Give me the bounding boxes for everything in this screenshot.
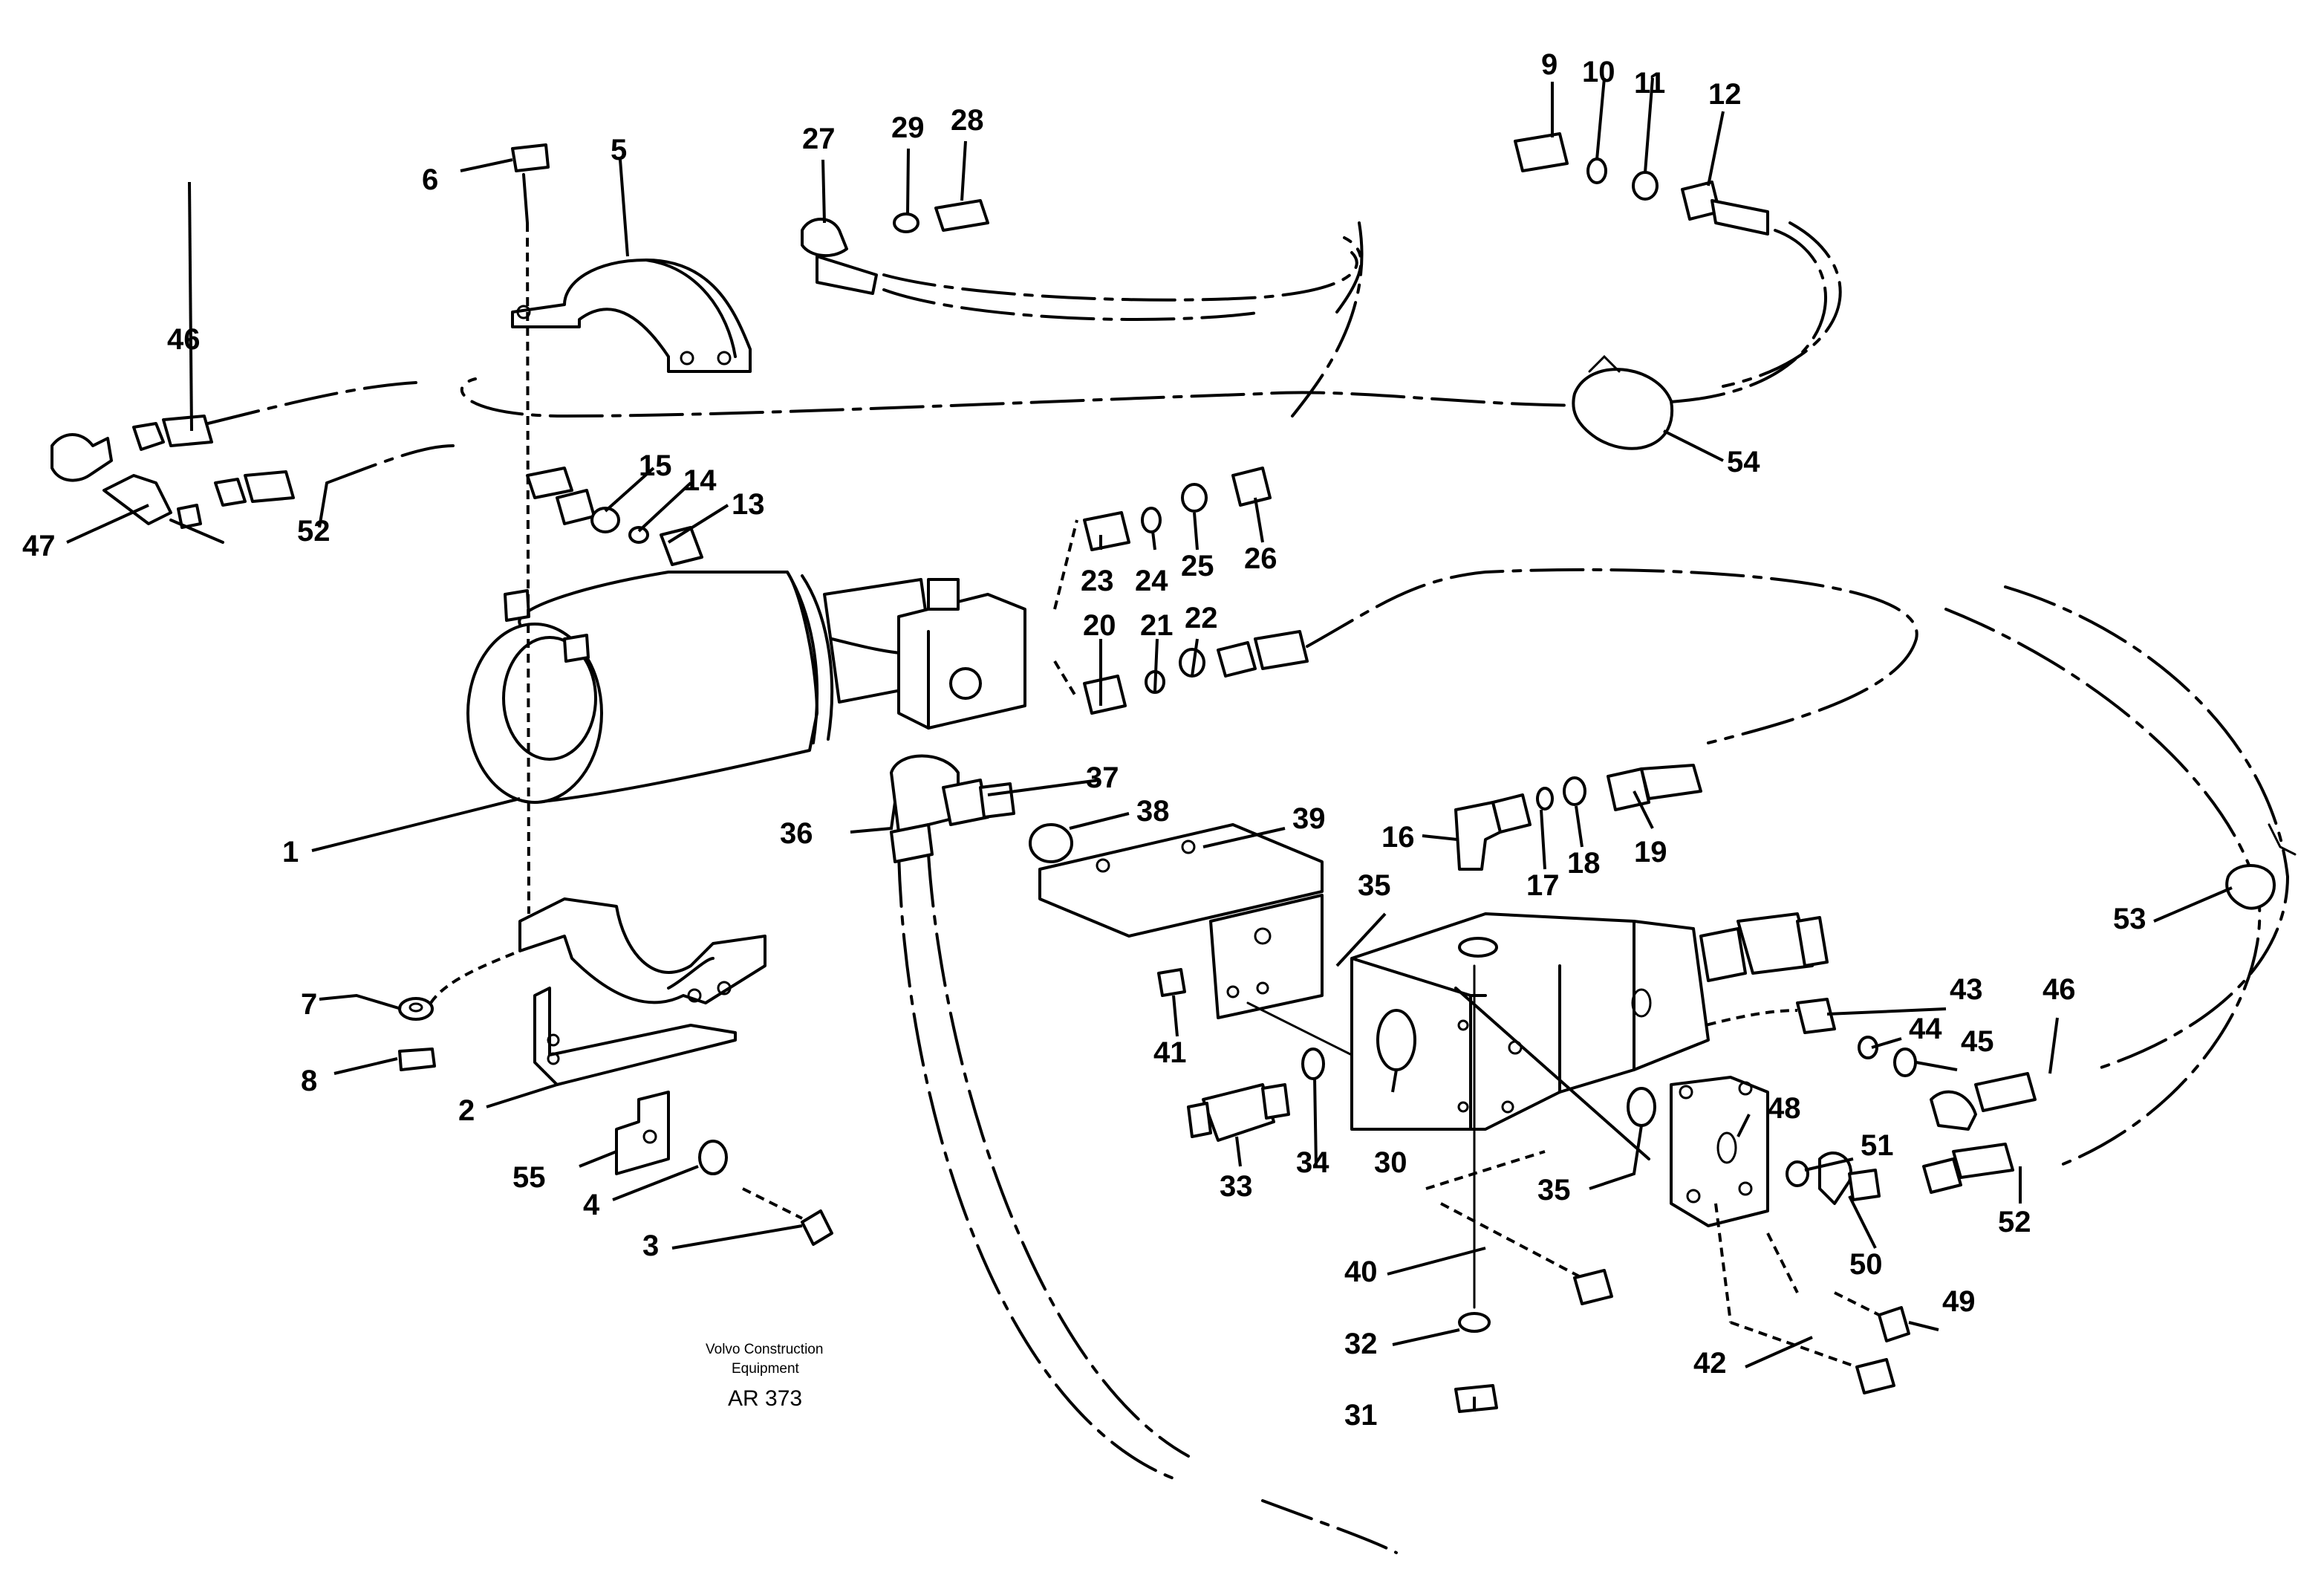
callout-5: 5 (611, 134, 627, 166)
callout-18: 18 (1567, 847, 1601, 880)
callout-32: 32 (1344, 1328, 1378, 1360)
callout-10: 10 (1582, 56, 1615, 88)
bracket-39 (1038, 823, 1324, 1019)
callout-45: 45 (1961, 1025, 1994, 1058)
fittings-27-28-29 (801, 199, 989, 295)
callout-23: 23 (1081, 565, 1114, 597)
callout-15: 15 (639, 449, 672, 482)
callout-41: 41 (1153, 1036, 1187, 1069)
callout-7: 7 (301, 988, 317, 1021)
fittings-13-15 (526, 467, 703, 566)
switch-33-34-41 (1157, 968, 1353, 1142)
callout-35b: 35 (1537, 1174, 1571, 1206)
callout-13: 13 (732, 488, 765, 521)
fittings-20-26 (1053, 467, 1309, 715)
callout-42: 42 (1693, 1347, 1727, 1380)
callout-26: 26 (1244, 542, 1277, 575)
publisher-credit: Volvo Construction Equipment AR 373 (706, 1342, 823, 1411)
callout-46-left: 46 (167, 323, 201, 356)
callout-33: 33 (1220, 1170, 1253, 1203)
left-fittings-46-47-52 (51, 415, 295, 544)
fittings-9-12 (1514, 132, 1769, 236)
callout-12: 12 (1708, 78, 1742, 111)
right-fittings-43-46-52 (1796, 823, 2297, 1194)
callout-43: 43 (1950, 973, 1983, 1006)
actuator-cylinder (466, 571, 1026, 804)
callout-2: 2 (458, 1094, 475, 1127)
callout-39: 39 (1292, 802, 1326, 835)
callout-38: 38 (1136, 795, 1170, 828)
callout-4: 4 (583, 1189, 600, 1221)
callout-9: 9 (1541, 48, 1558, 81)
callout-55: 55 (512, 1161, 546, 1194)
callout-8: 8 (301, 1065, 317, 1097)
lower-clamp (518, 897, 766, 1086)
callout-52-right: 52 (1998, 1206, 2031, 1238)
credit-line-1: Volvo Construction (706, 1342, 823, 1357)
callout-47: 47 (22, 530, 56, 562)
callout-3: 3 (642, 1230, 659, 1262)
callout-27: 27 (802, 123, 836, 155)
hose-clip-54 (1572, 354, 1674, 450)
callout-labels: 1 2 3 4 5 6 7 8 9 10 11 12 13 14 15 16 1… (22, 48, 2146, 1432)
callout-50: 50 (1849, 1248, 1883, 1281)
callout-28: 28 (951, 104, 984, 137)
callout-25: 25 (1181, 550, 1214, 582)
washer-nut-7-8 (398, 949, 521, 1071)
callout-34: 34 (1296, 1146, 1329, 1179)
callout-52-left: 52 (297, 515, 331, 548)
upper-clamp (511, 143, 752, 915)
callout-24: 24 (1135, 565, 1168, 597)
callout-17: 17 (1526, 869, 1560, 902)
callout-54: 54 (1727, 446, 1760, 478)
hoses (206, 221, 2290, 1554)
callout-16: 16 (1381, 821, 1415, 854)
plate-48-and-bolts (1425, 987, 1910, 1413)
callout-14: 14 (683, 464, 717, 497)
callout-49: 49 (1942, 1285, 1976, 1318)
callout-29: 29 (891, 111, 925, 144)
elbow-36-37-38 (890, 754, 1073, 863)
drawing-reference: AR 373 (728, 1386, 802, 1411)
callout-40: 40 (1344, 1256, 1378, 1288)
callout-31: 31 (1344, 1399, 1378, 1432)
callout-51: 51 (1861, 1129, 1894, 1162)
callout-21: 21 (1140, 609, 1174, 642)
callout-36: 36 (780, 817, 813, 850)
leader-lines (66, 77, 2233, 1412)
callout-22: 22 (1185, 602, 1218, 634)
callout-20: 20 (1083, 609, 1116, 642)
callout-19: 19 (1634, 836, 1667, 868)
fittings-16-19 (1454, 764, 1702, 871)
callout-35a: 35 (1358, 869, 1391, 902)
callout-6: 6 (422, 163, 438, 196)
credit-line-2: Equipment (732, 1361, 800, 1377)
callout-1: 1 (282, 836, 299, 868)
bracket-bolt-3-4-55 (615, 1091, 833, 1246)
callout-11: 11 (1634, 67, 1665, 100)
callout-37: 37 (1086, 761, 1119, 794)
callout-44: 44 (1909, 1013, 1942, 1045)
callout-46-right: 46 (2043, 973, 2076, 1006)
callout-53: 53 (2113, 903, 2146, 935)
callout-30: 30 (1374, 1146, 1407, 1179)
callout-48: 48 (1768, 1092, 1801, 1125)
